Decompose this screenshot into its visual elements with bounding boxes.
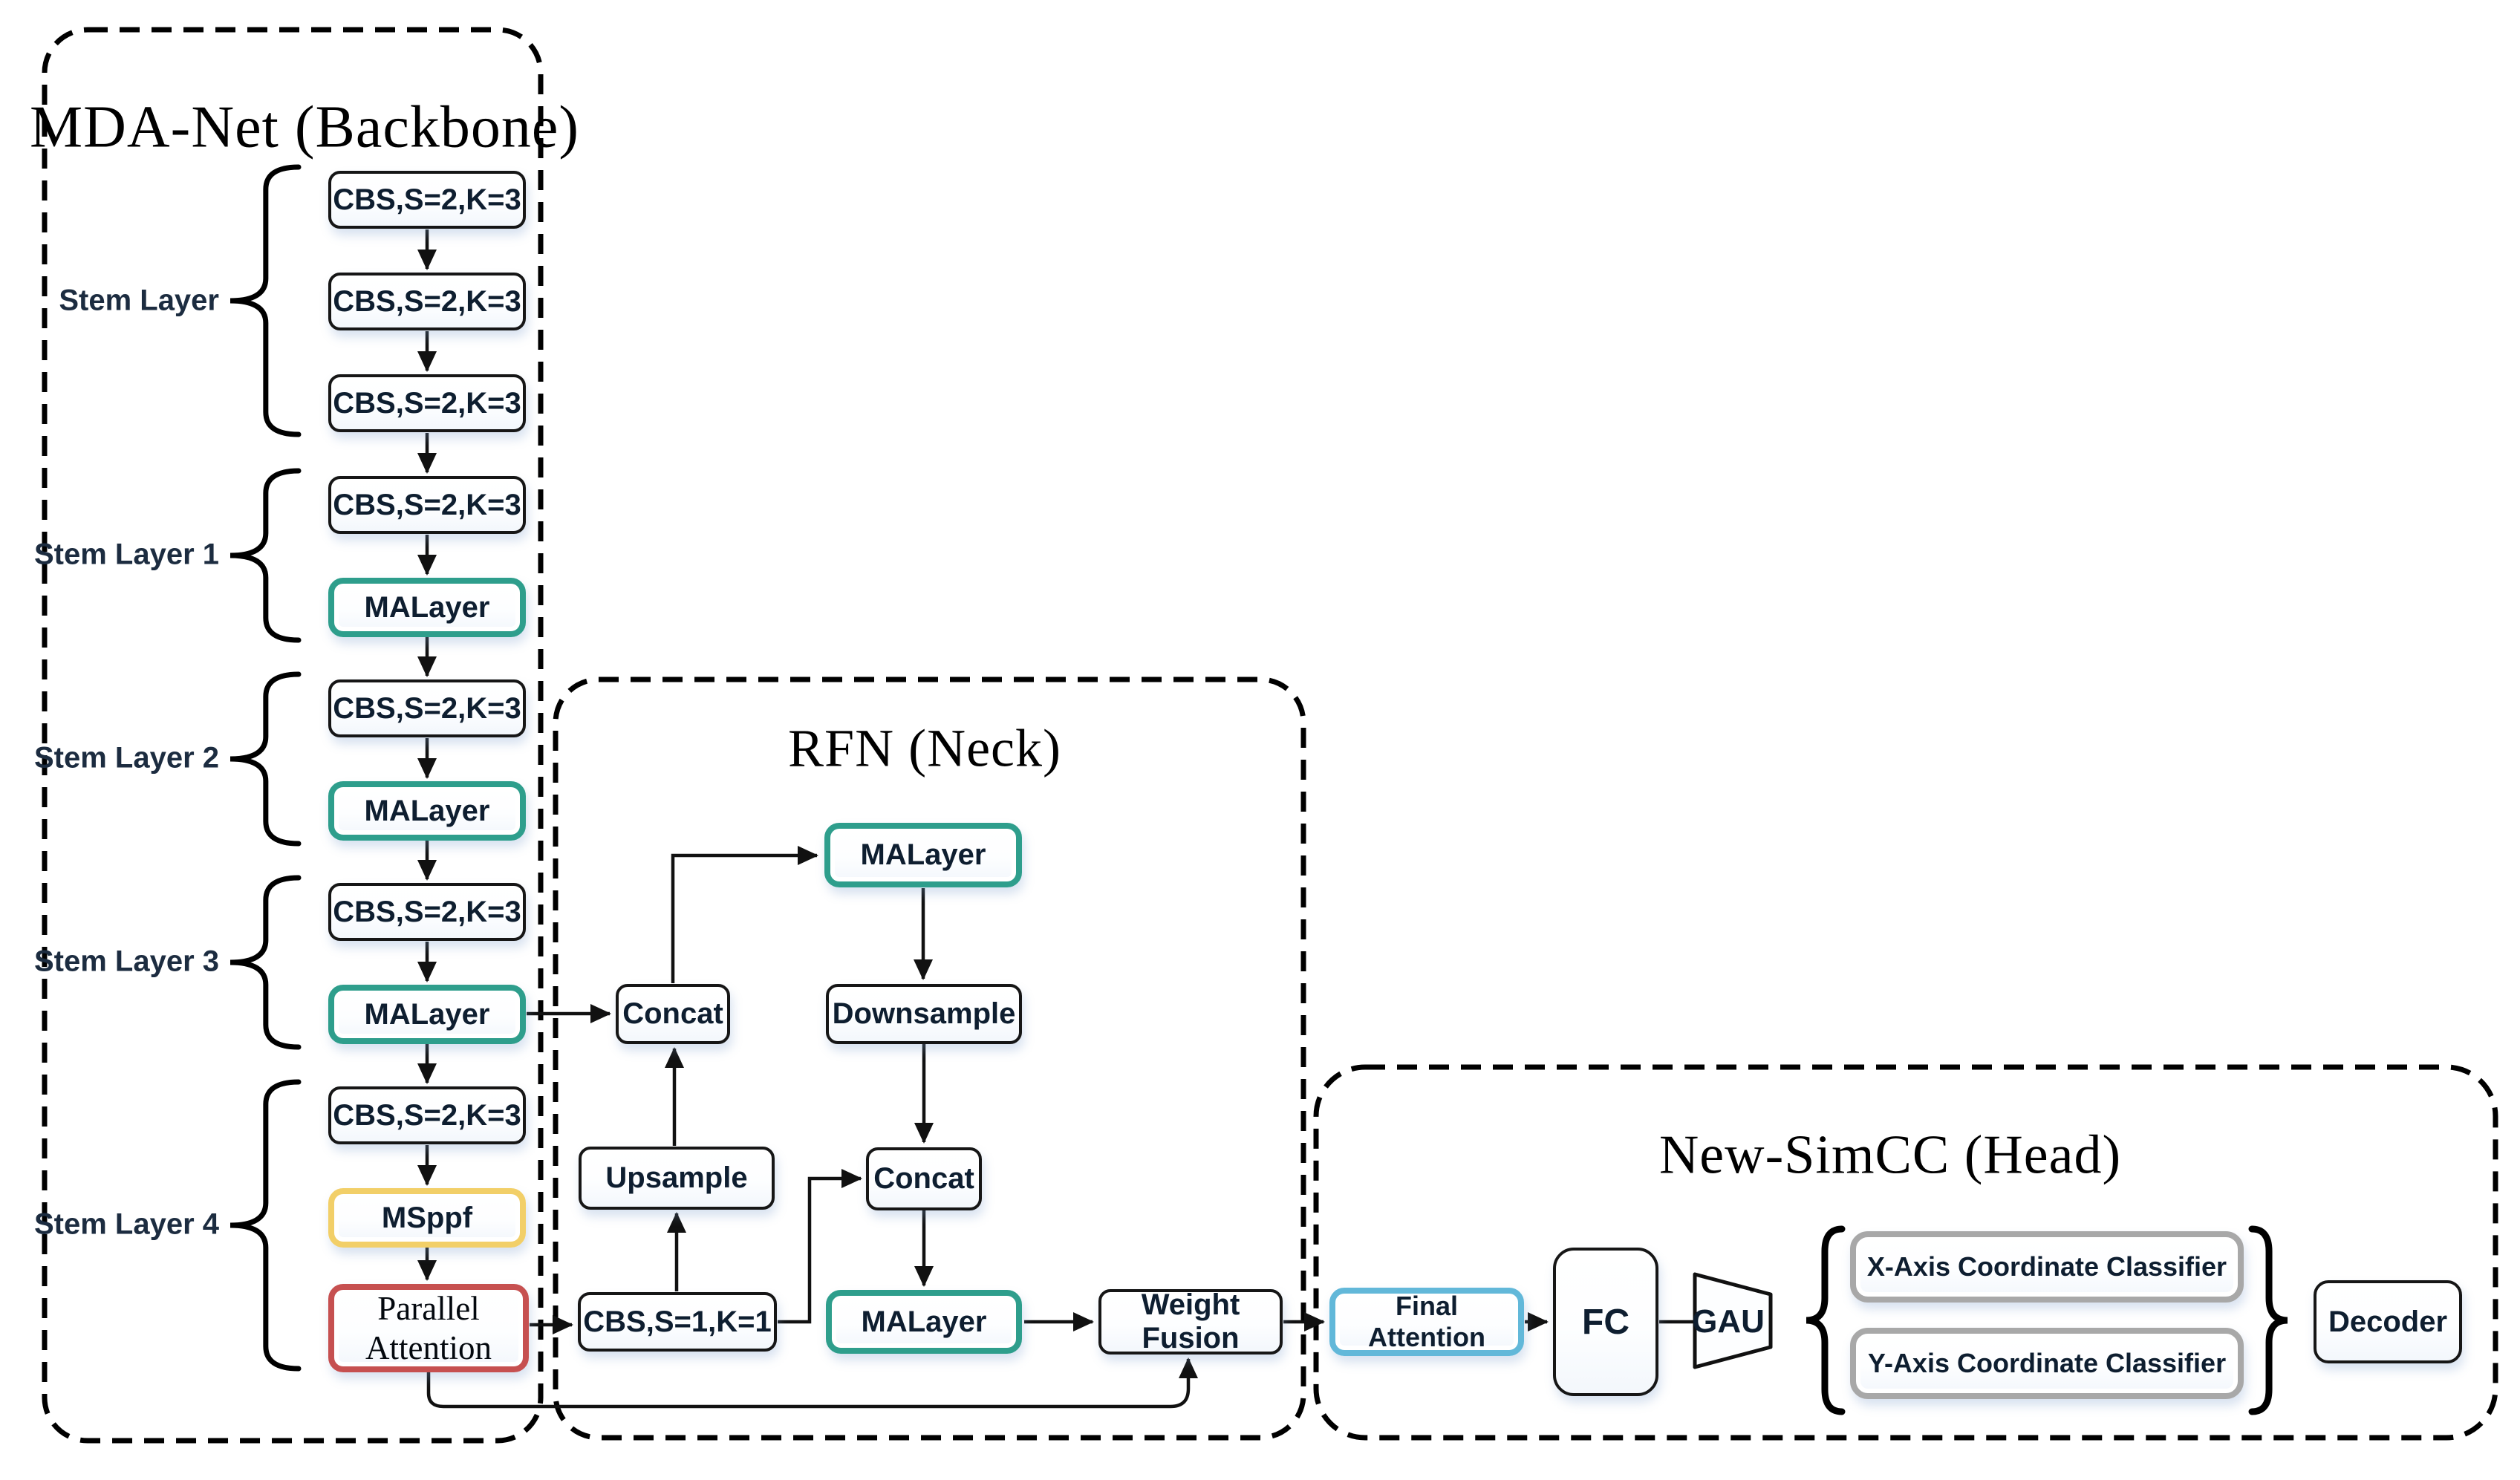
concat-right-box: Concat <box>866 1147 982 1210</box>
cbs-box-4: CBS,S=2,K=3 <box>328 476 526 534</box>
neck-malayer-bottom-box: MALayer <box>826 1290 1022 1354</box>
head-title: New-SimCC (Head) <box>1658 1124 2122 1186</box>
neck-cbs-box: CBS,S=1,K=1 <box>578 1292 777 1352</box>
fc-box: FC <box>1553 1248 1658 1396</box>
cbs-box-7: CBS,S=2,K=3 <box>328 1086 526 1144</box>
curly-brace <box>229 468 302 643</box>
x-axis-classifier-box: X-Axis Coordinate Classifier <box>1850 1231 2244 1303</box>
y-axis-classifier-box: Y-Axis Coordinate Classifier <box>1850 1328 2244 1399</box>
stem-layer-3-label: Stem Layer 3 <box>33 945 219 978</box>
braces <box>229 164 2288 1415</box>
curly-brace <box>1806 1225 1846 1415</box>
gau-label: GAU <box>1692 1303 1765 1340</box>
flow-arrows <box>417 229 1549 1409</box>
backbone-title: MDA-Net (Backbone) <box>30 94 579 160</box>
curly-brace <box>229 671 302 847</box>
cbs-box-2: CBS,S=2,K=3 <box>328 273 526 330</box>
neck-title: RFN (Neck) <box>788 718 1061 778</box>
malayer-box-stem2: MALayer <box>328 781 526 841</box>
cbs-box-3: CBS,S=2,K=3 <box>328 374 526 432</box>
malayer-box-stem1: MALayer <box>328 578 526 637</box>
weight-fusion-box: Weight Fusion <box>1098 1288 1283 1355</box>
curly-brace <box>229 875 302 1050</box>
cbs-box-5: CBS,S=2,K=3 <box>328 679 526 737</box>
neck-frame <box>553 677 1306 1441</box>
cbs-box-1: CBS,S=2,K=3 <box>328 171 526 229</box>
stem-layer-label: Stem Layer <box>59 284 219 317</box>
stem-layer-1-label: Stem Layer 1 <box>33 538 219 571</box>
stem-layer-4-label: Stem Layer 4 <box>33 1207 219 1241</box>
malayer-box-stem3: MALayer <box>328 985 526 1044</box>
msppf-box: MSppf <box>328 1188 526 1248</box>
curly-brace <box>229 164 302 437</box>
upsample-box: Upsample <box>579 1147 775 1210</box>
decoder-box: Decoder <box>2314 1280 2462 1363</box>
backbone-frame <box>42 27 544 1444</box>
parallel-attention-box: Parallel Attention <box>328 1284 529 1372</box>
neck-malayer-top-box: MALayer <box>824 823 1022 887</box>
downsample-box: Downsample <box>826 984 1022 1044</box>
curly-brace <box>229 1079 302 1372</box>
stem-layer-2-label: Stem Layer 2 <box>33 741 219 775</box>
cbs-box-6: CBS,S=2,K=3 <box>328 883 526 941</box>
final-attention-box: Final Attention <box>1329 1288 1524 1356</box>
head-frame <box>1313 1064 2498 1441</box>
curly-brace <box>2248 1225 2288 1415</box>
gau-shape <box>1693 1272 1773 1369</box>
concat-left-box: Concat <box>616 984 730 1044</box>
